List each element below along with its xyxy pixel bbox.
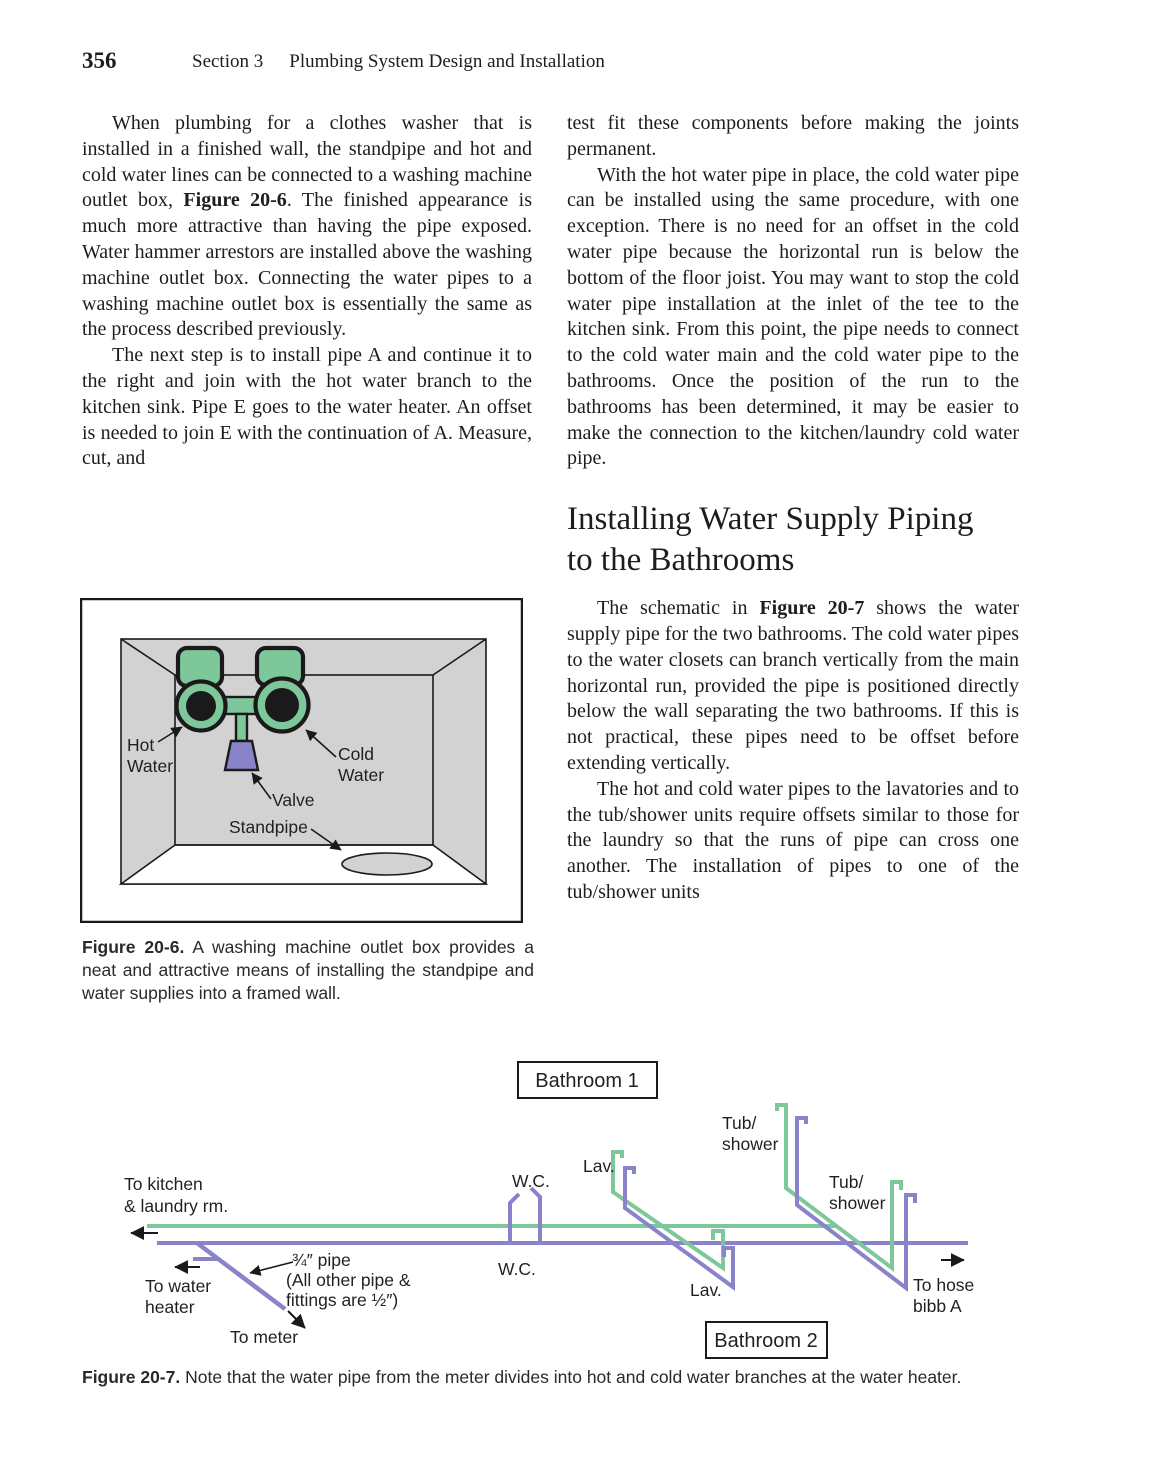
tub-shower-label2-line2: shower — [829, 1193, 886, 1213]
page-number: 356 — [82, 48, 117, 73]
hot-water-label-line1: Hot — [127, 735, 154, 755]
wc-supply-stub-right — [529, 1186, 542, 1245]
section-label: Section 3 — [192, 51, 264, 72]
connector-bar — [222, 695, 258, 716]
section-title: Plumbing System Design and Installation — [289, 51, 605, 72]
cold-water-arrow — [305, 729, 337, 758]
figure-20-6-caption: Figure 20-6. A washing machine outlet bo… — [82, 937, 534, 1003]
cold-water-label-line1: Cold — [338, 744, 374, 764]
wc-label-top: W.C. — [512, 1171, 550, 1191]
hot-water-label-line2: Water — [127, 756, 173, 776]
valve-body — [223, 739, 260, 772]
left-column: When plumbing for a clothes washer that … — [82, 111, 532, 472]
valve-stem-pipe — [234, 712, 249, 743]
standpipe-arrow — [310, 828, 342, 851]
standpipe-opening — [341, 852, 433, 876]
figure-20-6: Hot Water Cold Water Valve Standpipe — [79, 597, 524, 928]
pipe-size-note-line1: ¾″ pipe — [292, 1250, 351, 1270]
section-heading: Installing Water Supply Piping to the Ba… — [567, 501, 974, 579]
cold-water-outlet-opening — [265, 688, 299, 722]
piping-schematic: Bathroom 1 Bathroom 2 To kitchen & laund… — [124, 1061, 974, 1359]
meter-supply-pipe — [195, 1241, 287, 1311]
bathroom2-box — [705, 1321, 828, 1359]
valve-label: Valve — [272, 790, 314, 810]
right-column: test fit these components before making … — [567, 111, 1019, 906]
body-paragraph: test fit these components before making … — [567, 112, 1019, 160]
pipe-size-callout-arrow — [249, 1261, 294, 1276]
to-hose-bibb-label-line1: To hose — [913, 1275, 974, 1295]
body-paragraph: The schematic in Figure 20-7 shows the w… — [567, 597, 1019, 774]
pipe-size-note-line2: (All other pipe & — [286, 1270, 411, 1290]
to-water-heater-label-line1: To water — [145, 1276, 211, 1296]
to-meter-arrow — [287, 1310, 306, 1329]
perspective-line — [120, 638, 176, 676]
bathroom1-label: Bathroom 1 — [535, 1070, 638, 1092]
body-paragraph: The hot and cold water pipes to the lava… — [567, 777, 1019, 903]
body-paragraph: With the hot water pipe in place, the co… — [567, 163, 1019, 470]
to-hose-bibb-label-line2: bibb A — [913, 1296, 962, 1316]
wc-label-bottom: W.C. — [498, 1259, 536, 1279]
to-kitchen-label-line1: To kitchen — [124, 1174, 203, 1194]
lav-label-top: Lav. — [583, 1156, 615, 1176]
tub-shower-hot-pipe-run — [775, 1103, 903, 1273]
running-header: Section 3 Plumbing System Design and Inst… — [192, 51, 605, 73]
to-meter-label: To meter — [230, 1327, 298, 1347]
pipe-size-note-line3: fittings are ½″) — [286, 1290, 398, 1310]
outlet-box-drawing: Hot Water Cold Water Valve Standpipe — [79, 597, 524, 924]
tub-shower-label1-line1: Tub/ — [722, 1113, 757, 1133]
figure-20-7: Bathroom 1 Bathroom 2 To kitchen & laund… — [80, 1050, 1080, 1370]
tub-shower-cold-pipe-run — [795, 1116, 917, 1293]
bathroom1-box — [517, 1061, 658, 1099]
hot-water-arrow — [157, 726, 183, 743]
tub-shower-label1-line2: shower — [722, 1134, 779, 1154]
body-paragraph: The next step is to install pipe A and c… — [82, 344, 532, 470]
lav-label-bottom: Lav. — [690, 1280, 722, 1300]
hot-water-outlet-opening — [186, 691, 216, 721]
to-water-heater-label-line2: heater — [145, 1297, 195, 1317]
lavatory-hot-pipe-run — [611, 1150, 725, 1272]
cold-water-label-line2: Water — [338, 765, 384, 785]
to-kitchen-label-line2: & laundry rm. — [124, 1196, 228, 1216]
lavatory-cold-pipe-run — [623, 1166, 735, 1291]
perspective-line — [432, 638, 487, 676]
standpipe-label: Standpipe — [229, 817, 308, 837]
wc-supply-stub-left — [508, 1192, 521, 1245]
body-paragraph: When plumbing for a clothes washer that … — [82, 112, 532, 341]
bathroom2-label: Bathroom 2 — [714, 1330, 817, 1352]
tub-shower-label2-line1: Tub/ — [829, 1172, 864, 1192]
figure-20-7-caption: Figure 20-7. Note that the water pipe fr… — [82, 1367, 962, 1387]
valve-arrow — [251, 772, 272, 800]
